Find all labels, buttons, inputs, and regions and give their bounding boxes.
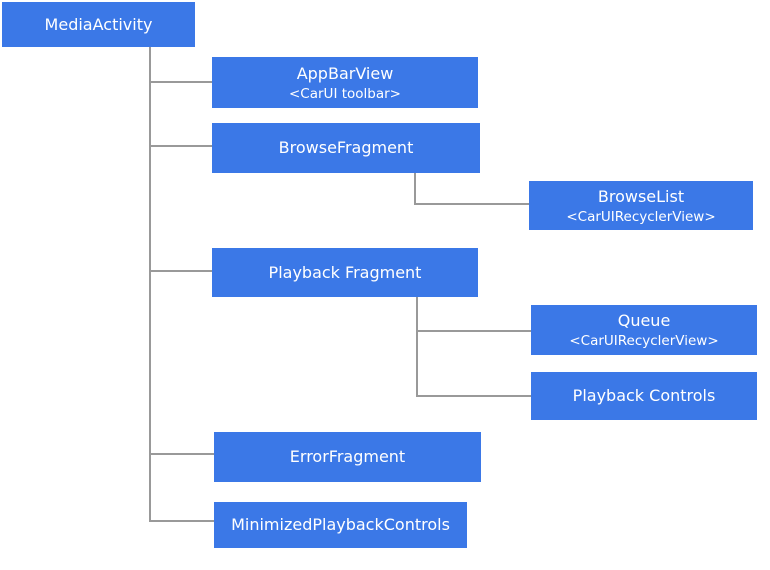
connector-queue-elbow [416,330,531,332]
node-label: MediaActivity [44,14,153,34]
node-label: AppBarView [296,63,394,83]
node-playback-controls: Playback Controls [531,372,757,420]
node-label: Queue [617,311,671,330]
connector-trunk [149,47,151,522]
connector-branch-errorfragment [149,453,214,455]
connector-branch-playbackfragment [149,270,212,272]
node-label: BrowseList [597,186,685,206]
connector-branch-appbarview [149,81,212,83]
node-label: MinimizedPlaybackControls [231,515,450,534]
node-browse-fragment: BrowseFragment [212,123,480,173]
node-queue: Queue <CarUIRecyclerView> [531,305,757,355]
node-label: Playback Controls [572,386,716,405]
node-app-bar-view: AppBarView <CarUI toolbar> [212,57,478,108]
node-sublabel: <CarUI toolbar> [289,85,401,102]
connector-browsefragment-drop [414,172,416,205]
connector-browselist-elbow [414,203,529,205]
connector-branch-browsefragment [149,145,212,147]
node-sublabel: <CarUIRecyclerView> [566,208,716,225]
connector-playbackfragment-drop [416,296,418,397]
node-label: ErrorFragment [289,447,406,466]
connector-playbackcontrols-elbow [416,395,531,397]
node-sublabel: <CarUIRecyclerView> [569,333,719,349]
node-browse-list: BrowseList <CarUIRecyclerView> [529,181,753,230]
node-label: BrowseFragment [278,138,414,157]
node-playback-fragment: Playback Fragment [212,248,478,297]
node-label: Playback Fragment [268,262,422,282]
connector-branch-minimizedplaybackcontrols [149,520,214,522]
node-media-activity: MediaActivity [2,2,195,47]
node-error-fragment: ErrorFragment [214,432,481,482]
node-minimized-playback-controls: MinimizedPlaybackControls [214,502,467,548]
